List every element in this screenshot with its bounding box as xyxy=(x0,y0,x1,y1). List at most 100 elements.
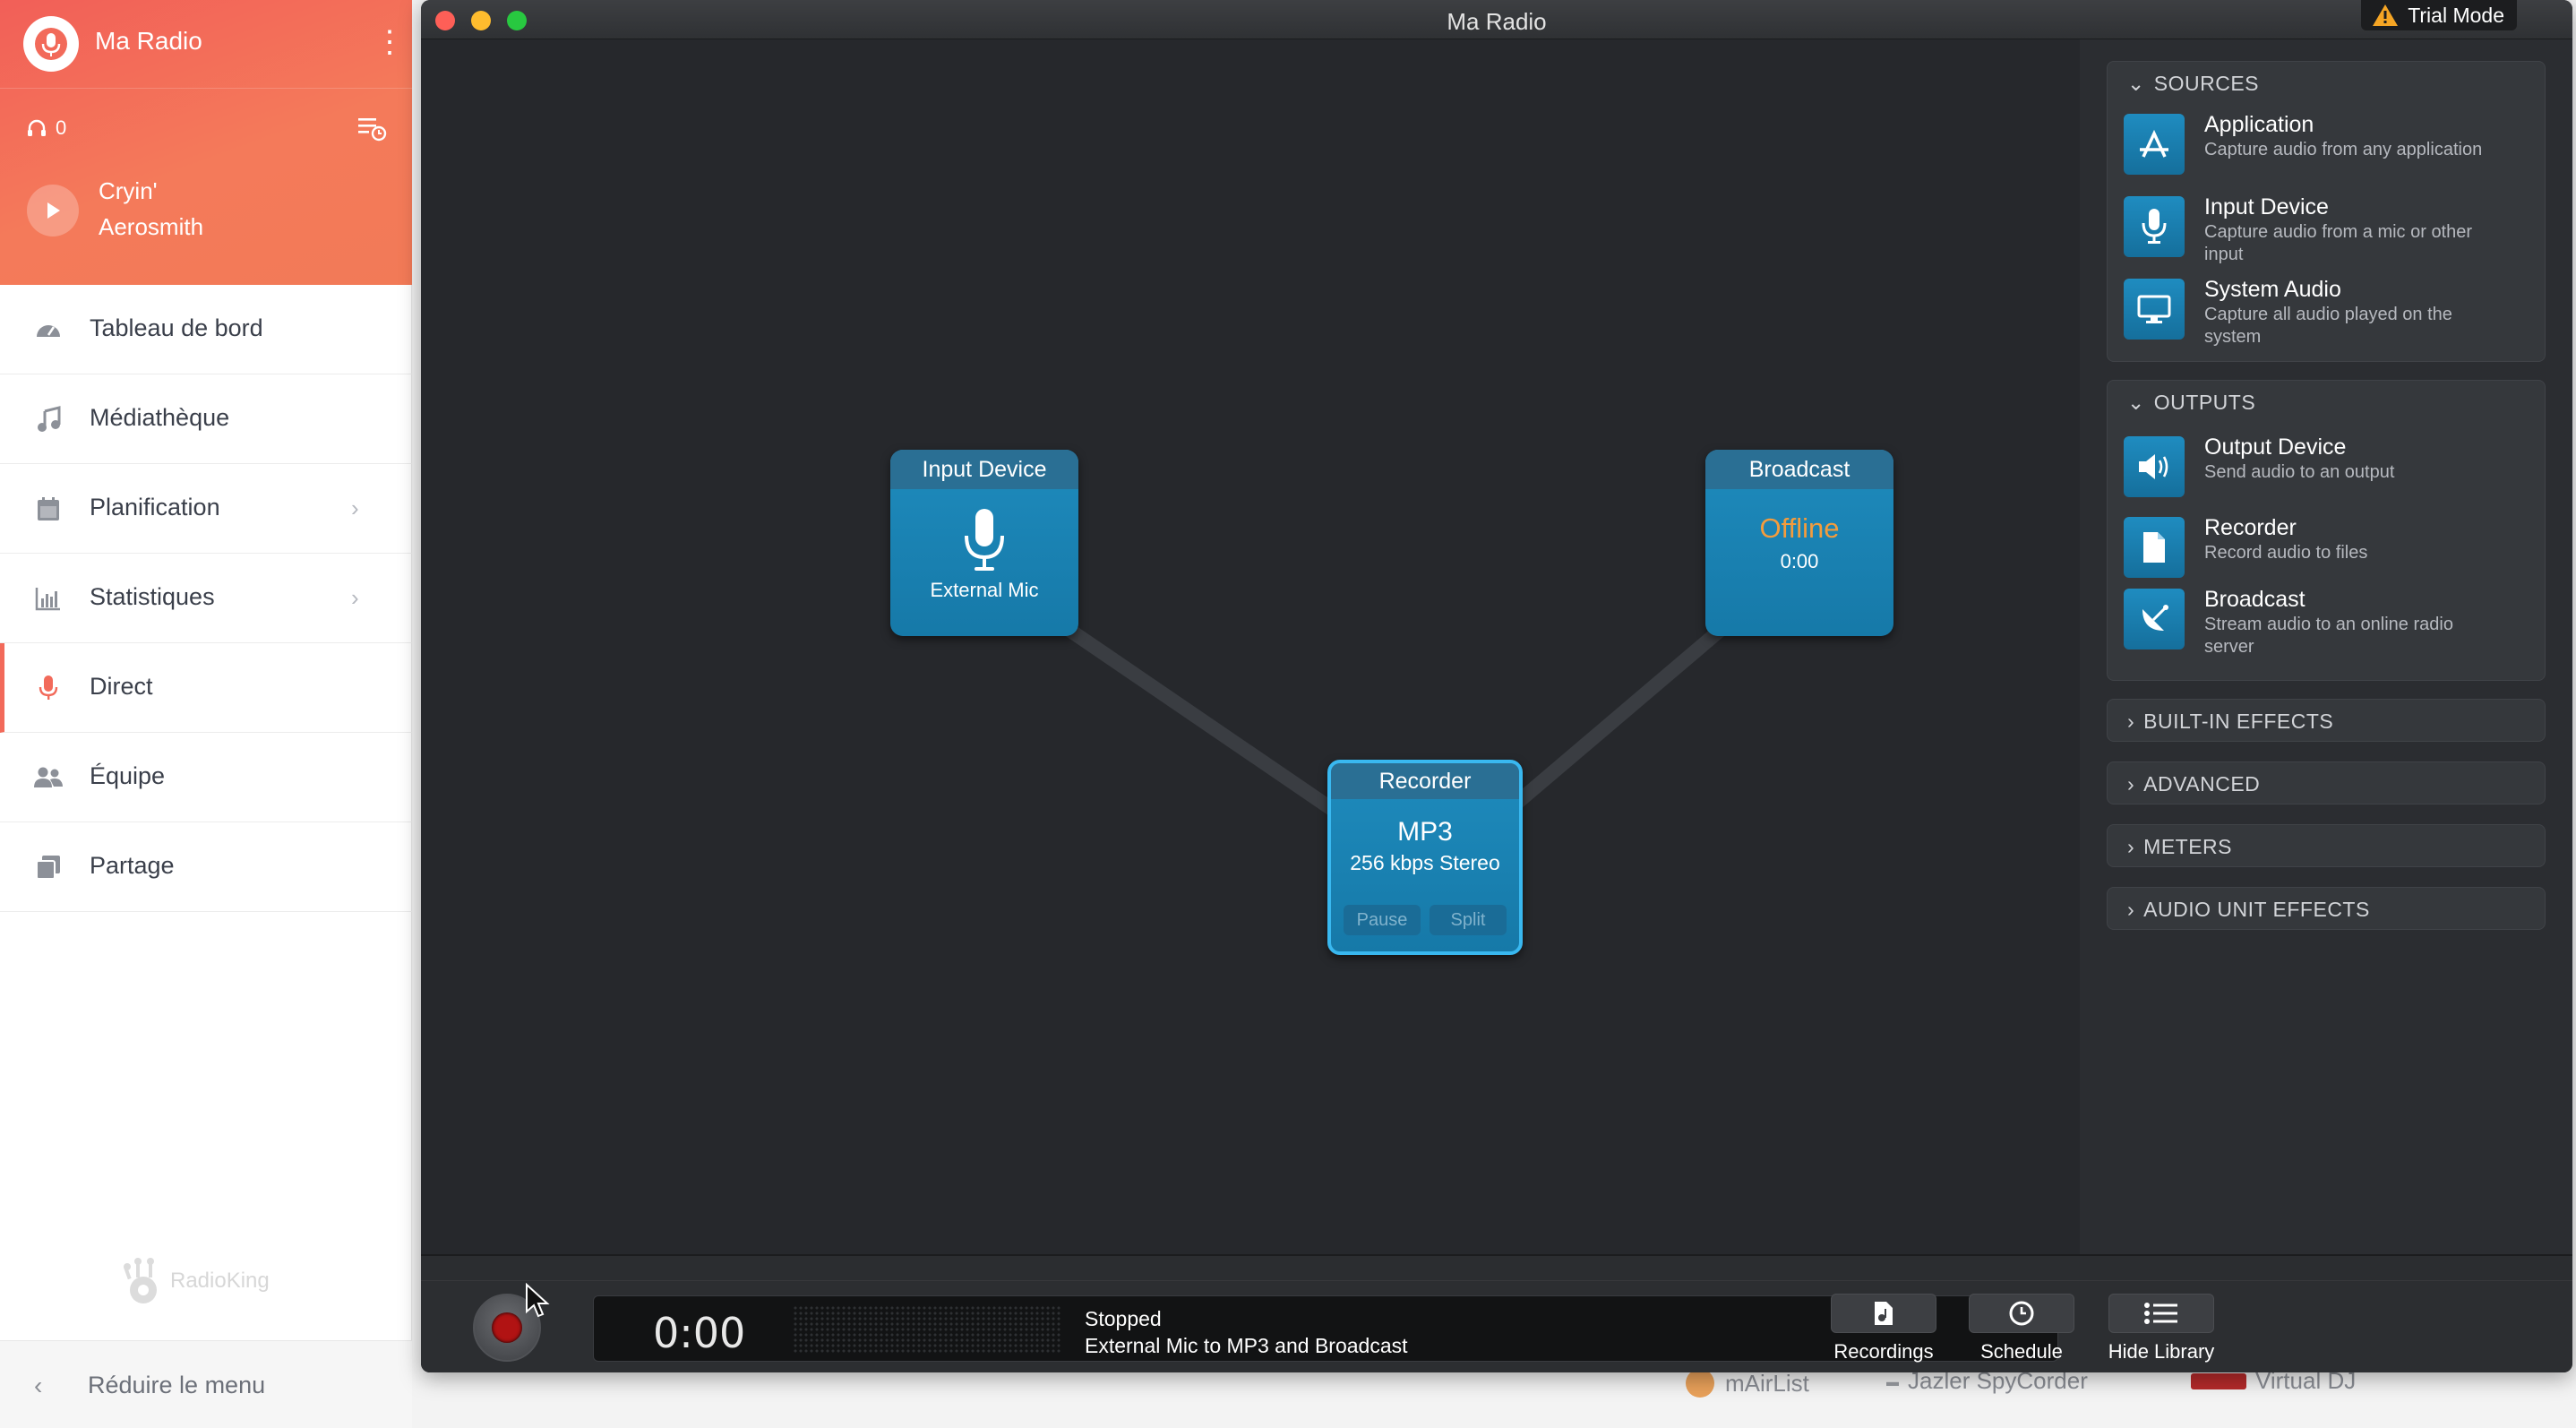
wire-input-to-recorder xyxy=(1032,602,1351,824)
microphone-icon xyxy=(965,509,1004,571)
virtualdj-logo-icon xyxy=(2191,1372,2246,1389)
nav-label: Partage xyxy=(90,852,175,879)
microphone-icon xyxy=(32,672,64,704)
file-icon xyxy=(2124,517,2185,578)
calendar-icon xyxy=(32,493,64,525)
pause-button[interactable]: Pause xyxy=(1344,905,1421,935)
library-panel: ⌄ SOURCES Application Capture audio from… xyxy=(2080,39,2572,1254)
control-bar-divider xyxy=(421,1256,2572,1281)
input-device-name: External Mic xyxy=(930,579,1039,601)
pipeline-canvas[interactable]: Input Device External Mic Broadcast Offl… xyxy=(421,39,2080,1254)
app-store-icon xyxy=(2124,114,2185,175)
chevron-down-icon: ⌄ xyxy=(2127,71,2145,95)
split-button[interactable]: Split xyxy=(1430,905,1507,935)
output-recorder[interactable]: Recorder Record audio to files xyxy=(2124,515,2536,596)
title-bar[interactable]: Ma Radio Trial Mode xyxy=(421,0,2572,39)
chevron-left-icon: ‹ xyxy=(34,1372,43,1399)
chevron-right-icon: › xyxy=(2127,897,2135,921)
nav-label: Médiathèque xyxy=(90,404,230,431)
broadcast-block-title: Broadcast xyxy=(1705,450,1893,489)
record-icon xyxy=(492,1312,522,1343)
level-meter xyxy=(793,1305,1061,1354)
station-name[interactable]: Ma Radio xyxy=(95,27,202,55)
nav-item-tableau-de-bord[interactable]: Tableau de bord xyxy=(0,285,412,374)
team-icon xyxy=(32,761,64,794)
chevron-right-icon: › xyxy=(2127,709,2135,733)
queue-icon[interactable] xyxy=(356,115,387,142)
meters-group[interactable]: ›METERS xyxy=(2107,824,2546,867)
monitor-icon xyxy=(2124,279,2185,340)
hide-library-button[interactable]: Hide Library xyxy=(2103,1294,2220,1363)
share-icon xyxy=(32,851,64,883)
nav-label: Direct xyxy=(90,673,153,700)
window-title: Ma Radio xyxy=(1447,8,1547,35)
source-application[interactable]: Application Capture audio from any appli… xyxy=(2124,112,2536,193)
outputs-header[interactable]: ⌄ OUTPUTS xyxy=(2127,390,2256,414)
brand-name: RadioKing xyxy=(170,1269,270,1293)
nav-item-equipe[interactable]: Équipe xyxy=(0,733,412,822)
station-logo[interactable] xyxy=(23,16,79,72)
output-broadcast[interactable]: Broadcast Stream audio to an online radi… xyxy=(2124,587,2536,667)
recorder-quality: 256 kbps Stereo xyxy=(1350,851,1500,874)
recorder-format: MP3 xyxy=(1397,817,1453,847)
broadcast-status: Offline xyxy=(1759,512,1840,544)
list-icon xyxy=(2144,1303,2177,1324)
zoom-window-button[interactable] xyxy=(507,11,527,30)
built-in-effects-group[interactable]: ›BUILT-IN EFFECTS xyxy=(2107,699,2546,742)
chevron-right-icon: › xyxy=(351,584,359,611)
jazler-logo-icon: ▬ xyxy=(1886,1373,1899,1389)
nav-item-mediatheque[interactable]: Médiathèque xyxy=(0,374,412,464)
source-system-audio[interactable]: System Audio Capture all audio played on… xyxy=(2124,277,2536,357)
nav-item-partage[interactable]: Partage xyxy=(0,822,412,912)
schedule-button[interactable]: Schedule xyxy=(1963,1294,2080,1363)
nav-label: Planification xyxy=(90,494,220,520)
trial-mode-badge[interactable]: Trial Mode xyxy=(2361,0,2517,30)
listener-count: 0 xyxy=(27,116,66,140)
sidebar: Ma Radio ⋮ 0 Cryin' Aerosmith xyxy=(0,0,412,1428)
chevron-right-icon: › xyxy=(351,495,359,521)
nav-label: Tableau de bord xyxy=(90,314,263,341)
microphone-logo-icon xyxy=(35,28,67,60)
collapse-menu-label: Réduire le menu xyxy=(88,1372,266,1398)
advanced-group[interactable]: ›ADVANCED xyxy=(2107,761,2546,804)
mairlist-logo-icon xyxy=(1686,1369,1714,1398)
warning-icon xyxy=(2373,4,2399,26)
play-button[interactable] xyxy=(27,185,79,237)
session-status: Stopped xyxy=(1085,1307,1162,1330)
background-app-mairlist: mAirList xyxy=(1684,1367,1809,1399)
chevron-right-icon: › xyxy=(2127,834,2135,858)
listener-count-value: 0 xyxy=(56,116,67,139)
audio-unit-effects-group[interactable]: ›AUDIO UNIT EFFECTS xyxy=(2107,887,2546,930)
nav-item-direct[interactable]: Direct xyxy=(0,643,412,733)
header-divider xyxy=(0,88,412,89)
close-window-button[interactable] xyxy=(435,11,455,30)
input-device-block[interactable]: Input Device External Mic xyxy=(890,450,1078,636)
trial-mode-label: Trial Mode xyxy=(2408,3,2504,27)
recordings-button[interactable]: Recordings xyxy=(1825,1294,1942,1363)
connection-wires xyxy=(1032,602,1752,824)
radioking-crown-icon xyxy=(124,1258,157,1303)
control-bar: 0:00 Stopped External Mic to MP3 and Bro… xyxy=(421,1254,2572,1372)
recorder-block[interactable]: Recorder MP3 256 kbps Stereo Pause Split xyxy=(1327,760,1523,955)
speaker-icon xyxy=(2124,436,2185,497)
nav-item-statistiques[interactable]: Statistiques › xyxy=(0,554,412,643)
app-window: Ma Radio Trial Mode Input Device xyxy=(421,0,2572,1372)
status-display: 0:00 Stopped External Mic to MP3 and Bro… xyxy=(593,1295,2058,1362)
music-note-icon xyxy=(32,403,64,435)
headphones-icon xyxy=(28,119,46,136)
output-output-device[interactable]: Output Device Send audio to an output xyxy=(2124,434,2536,515)
collapse-menu-button[interactable]: ‹ Réduire le menu xyxy=(0,1340,412,1428)
session-description: External Mic to MP3 and Broadcast xyxy=(1085,1334,1408,1357)
mouse-cursor-icon xyxy=(526,1283,550,1318)
minimize-window-button[interactable] xyxy=(471,11,491,30)
broadcast-block[interactable]: Broadcast Offline 0:00 xyxy=(1705,450,1893,636)
source-input-device[interactable]: Input Device Capture audio from a mic or… xyxy=(2124,194,2536,275)
broadcast-time: 0:00 xyxy=(1780,550,1819,572)
sources-header[interactable]: ⌄ SOURCES xyxy=(2127,71,2260,95)
kebab-menu-icon[interactable]: ⋮ xyxy=(374,25,405,59)
bar-chart-icon xyxy=(32,582,64,615)
elapsed-time: 0:00 xyxy=(653,1309,746,1357)
nav-label: Équipe xyxy=(90,762,166,789)
nav-item-planification[interactable]: Planification › xyxy=(0,464,412,554)
sources-group: ⌄ SOURCES Application Capture audio from… xyxy=(2107,61,2546,362)
